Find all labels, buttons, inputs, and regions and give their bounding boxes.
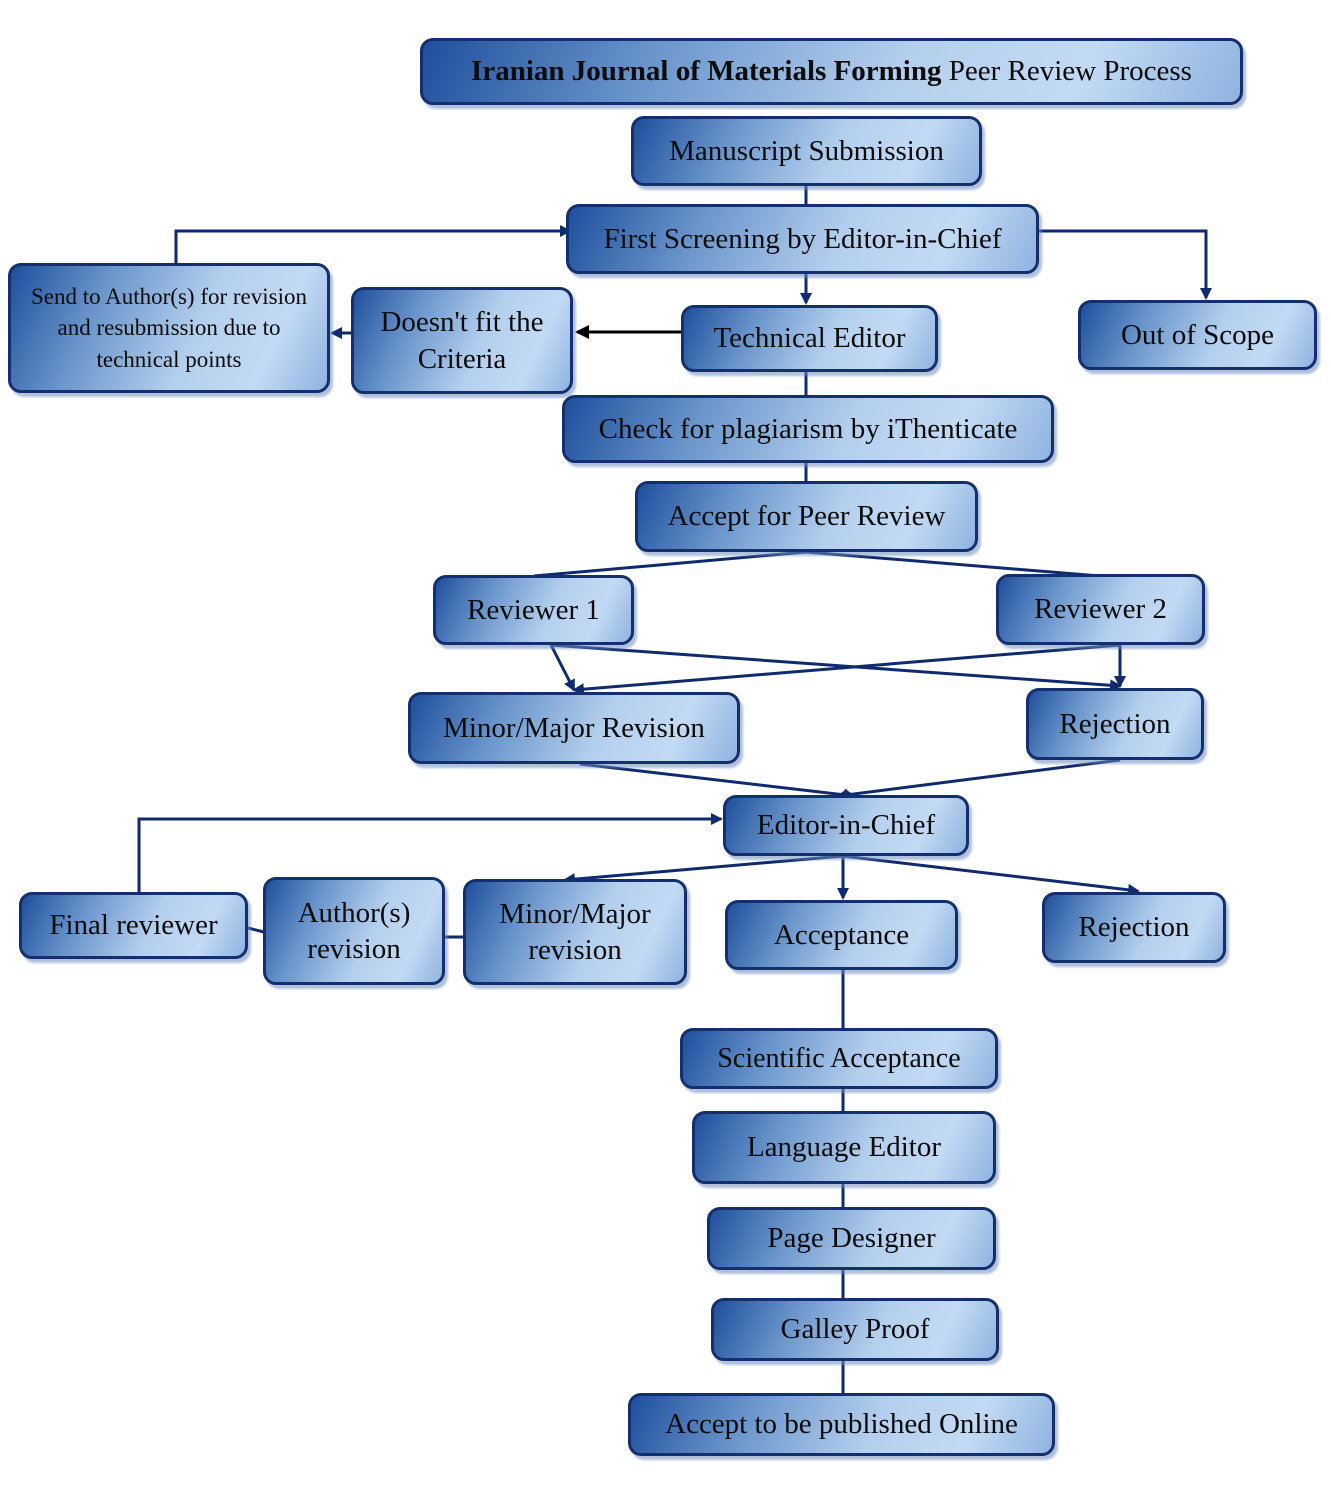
galley-proof-box: Galley Proof [711,1298,999,1361]
link-screening-to-out-of-scope [1039,229,1212,300]
galley-proof-label: Galley Proof [780,1313,930,1346]
language-editor-label: Language Editor [746,1131,942,1164]
minor-major-revision-label: Minor/Major Revision [443,711,705,744]
rejection-editor-box: Rejection [1042,892,1226,963]
page-designer-box: Page Designer [707,1207,996,1270]
publish-online-label: Accept to be published Online [665,1408,1018,1441]
doesnt-fit-label: Doesn't fit the Criteria [380,306,544,375]
plagiarism-check-box: Check for plagiarism by iThenticate [562,395,1054,463]
reviewer-1-label: Reviewer 1 [467,593,600,626]
minor-major-revision-2-box: Minor/Major revision [463,879,687,985]
reviewer-2-label: Reviewer 2 [1034,593,1167,626]
title-rest-text: Peer Review Process [948,55,1192,88]
manuscript-submission-label: Manuscript Submission [669,134,944,167]
scientific-acceptance-box: Scientific Acceptance [680,1028,998,1089]
scientific-acceptance-label: Scientific Acceptance [717,1043,961,1074]
link-editor-to-rejection [842,854,1140,896]
manuscript-submission-box: Manuscript Submission [631,116,982,186]
plagiarism-check-label: Check for plagiarism by iThenticate [598,412,1018,445]
title-bold-text: Iranian Journal of Materials Forming [471,55,942,88]
reviewer-2-box: Reviewer 2 [996,574,1205,645]
link-reviewer-1-to-revision [549,644,576,692]
link-final-reviewer-to-editor [137,813,723,893]
first-screening-label: First Screening by Editor-in-Chief [603,222,1002,255]
out-of-scope-box: Out of Scope [1078,300,1317,370]
reviewer-1-box: Reviewer 1 [433,575,634,645]
first-screening-box: First Screening by Editor-in-Chief [566,204,1039,274]
technical-editor-box: Technical Editor [681,305,938,372]
technical-editor-label: Technical Editor [713,322,906,355]
doesnt-fit-box: Doesn't fit the Criteria [351,287,573,394]
editor-in-chief-label: Editor-in-Chief [756,809,936,842]
acceptance-label: Acceptance [773,918,910,951]
rejection-editor-label: Rejection [1078,911,1190,944]
rejection-reviewers-label: Rejection [1059,707,1171,740]
final-reviewer-box: Final reviewer [19,892,248,959]
publish-online-box: Accept to be published Online [628,1393,1055,1456]
link-accept-to-reviewer-1 [533,550,807,578]
title-box: Iranian Journal of Materials Forming Pee… [420,38,1243,105]
out-of-scope-label: Out of Scope [1120,318,1275,351]
link-rejection-to-editor [836,758,1121,801]
send-to-authors-box: Send to Author(s) for revision and resub… [8,263,330,393]
minor-major-revision-2-label: Minor/Major revision [499,897,651,966]
link-reviewer-1-to-rejection [550,643,1122,692]
authors-revision-label: Author(s) revision [297,896,411,965]
link-final-reviewer-to-authors [247,926,265,934]
acceptance-box: Acceptance [725,900,958,970]
accept-for-review-box: Accept for Peer Review [635,481,978,552]
authors-revision-box: Author(s) revision [263,877,445,985]
link-send-to-authors-to-screening [174,225,572,264]
send-to-authors-label: Send to Author(s) for revision and resub… [31,284,307,372]
rejection-reviewers-box: Rejection [1026,688,1204,760]
link-editor-to-minor-major [563,854,844,886]
page-designer-label: Page Designer [767,1222,936,1255]
editor-in-chief-box: Editor-in-Chief [723,795,969,856]
language-editor-box: Language Editor [692,1111,996,1184]
final-reviewer-label: Final reviewer [49,909,218,942]
accept-for-review-label: Accept for Peer Review [667,500,946,533]
minor-major-revision-box: Minor/Major Revision [408,692,740,764]
link-reviewer-2-to-revision [572,643,1121,696]
link-accept-to-reviewer-2 [805,550,1101,578]
link-revision-to-editor [579,762,856,801]
